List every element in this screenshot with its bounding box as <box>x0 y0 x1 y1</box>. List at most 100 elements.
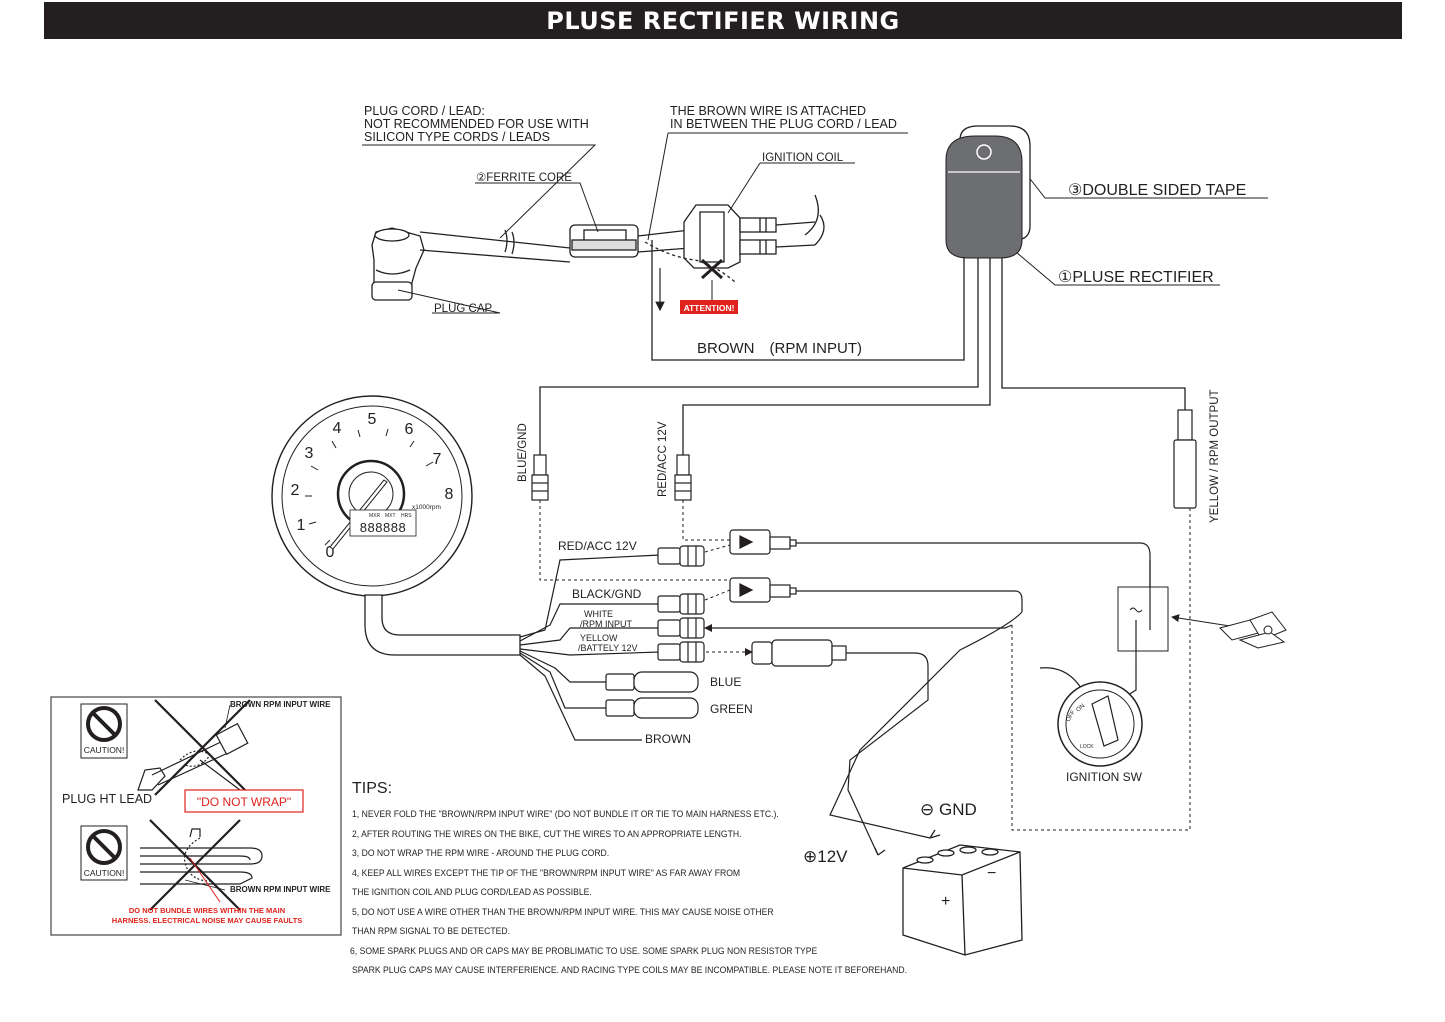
fuse-icon <box>1219 611 1287 649</box>
caution-label-2: CAUTION! <box>84 868 125 878</box>
battery-plus-icon: + <box>941 893 950 910</box>
lcd-digits: 888888 <box>360 520 406 535</box>
black-gnd-harness-connector <box>657 593 705 615</box>
tachometer-gauge: 0 1 2 3 4 5 6 7 8 x1000rpm MXR MXT HRS 8… <box>271 395 521 656</box>
switch-off-mark: OFF <box>1066 709 1077 723</box>
tip-line-8: 6, SOME SPARK PLUGS AND OR CAPS MAY BE P… <box>350 944 818 956</box>
ignition-switch: OFF ON LOCK IGNITION SW <box>1039 667 1143 784</box>
lcd-label-hrs: HRS <box>401 513 412 519</box>
gauge-number-7: 7 <box>433 451 442 468</box>
tip-line-6: 5, DO NOT USE A WIRE OTHER THAN THE BROW… <box>352 905 774 917</box>
ignition-sw-label: IGNITION SW <box>1066 770 1143 784</box>
caution-sign-1: CAUTION! <box>80 703 128 759</box>
caution-label-1: CAUTION! <box>84 745 125 755</box>
pluse-rectifier-label: ①PLUSE RECTIFIER <box>1058 269 1214 286</box>
red-acc-harness-label: RED/ACC 12V <box>558 539 637 553</box>
harness-wires <box>519 554 661 741</box>
harness-connectors <box>605 529 847 719</box>
red-acc-vertical-label: RED/ACC 12V <box>657 421 669 497</box>
acc-spade-terminal <box>729 529 797 555</box>
tip-line-3: 3, DO NOT WRAP THE RPM WIRE - AROUND THE… <box>352 847 610 858</box>
blue-gnd-connector <box>531 454 549 501</box>
brown-rpm-input-label: BROWN (RPM INPUT) <box>697 340 862 357</box>
ferrite-core-label: ②FERRITE CORE <box>476 172 572 184</box>
battery: + − <box>874 829 1023 956</box>
mount-hole-icon <box>976 144 992 160</box>
fuse-box <box>1117 560 1169 668</box>
plug-cord-note-1: NOT RECOMMENDED FOR USE WITH <box>364 117 589 131</box>
battery-fuse-connector <box>751 639 847 667</box>
green-cap-connector <box>605 697 699 719</box>
blue-wire-label: BLUE <box>710 675 741 689</box>
yellow-label-1: YELLOW <box>580 633 618 643</box>
white-label-2: /RPM INPUT <box>580 619 633 629</box>
tip-line-4: 4, KEEP ALL WIRES EXCEPT THE TIP OF THE … <box>352 866 741 878</box>
plug-cord-assembly <box>371 194 825 301</box>
gauge-number-0: 0 <box>326 544 335 561</box>
battery-gnd-label: ⊖ GND <box>920 800 977 819</box>
dashed-links <box>539 500 1191 831</box>
blue-gnd-label: BLUE/GND <box>517 423 529 482</box>
do-not-bundle-2: HARNESS. ELECTRICAL NOISE MAY CAUSE FAUL… <box>112 916 303 925</box>
gauge-number-3: 3 <box>305 445 314 462</box>
attention-label: ATTENTION! <box>684 303 735 313</box>
battery-12v-label: ⊕12V <box>803 847 848 866</box>
do-not-wrap-box <box>184 789 304 813</box>
gauge-ticks <box>305 428 434 546</box>
ignition-coil-label: IGNITION COIL <box>762 152 844 164</box>
plug-cord-note-2: SILICON TYPE CORDS / LEADS <box>364 130 550 144</box>
do-not-wrap-label: "DO NOT WRAP" <box>197 795 291 809</box>
pluse-rectifier <box>945 125 1031 259</box>
prohibited-icon <box>86 706 122 742</box>
main-wires <box>706 542 1151 856</box>
brown-wire-caution-label-2: BROWN RPM INPUT WIRE <box>230 885 331 894</box>
plug-cord-heading: PLUG CORD / LEAD: <box>364 104 485 118</box>
rectifier-body <box>945 135 1023 259</box>
yellow-label-2: /BATTELY 12V <box>578 643 638 653</box>
yellow-battery-harness-connector <box>657 641 705 663</box>
battery-minus-icon: − <box>987 865 996 882</box>
lcd-label-mxt: MXT <box>385 513 396 519</box>
prohibited-icon-2 <box>86 829 122 865</box>
brown-wire-caution-label-1: BROWN RPM INPUT WIRE <box>230 700 331 709</box>
tip-line-1: 1, NEVER FOLD THE "BROWN/RPM INPUT WIRE"… <box>352 808 779 819</box>
rectifier-connectors <box>531 409 1197 509</box>
brown-attached-1: THE BROWN WIRE IS ATTACHED <box>670 104 866 118</box>
rectifier-wires <box>539 240 1186 455</box>
red-acc-connector <box>674 454 692 501</box>
red-acc-harness-connector <box>657 545 705 567</box>
white-label-1: WHITE <box>584 609 613 619</box>
tip-line-9: SPARK PLUG CAPS MAY CAUSE INTERFERIENCE.… <box>352 964 908 975</box>
wrap-illustration <box>137 699 251 796</box>
blue-cap-connector <box>605 671 699 693</box>
gauge-number-1: 1 <box>297 517 306 534</box>
plug-ht-lead-label: PLUG HT LEAD <box>62 792 152 806</box>
do-not-bundle-1: DO NOT BUNDLE WIRES WITHIN THE MAIN <box>129 906 285 915</box>
fuse-arrow <box>1171 614 1231 627</box>
tip-line-7: THAN RPM SIGNAL TO BE DETECTED. <box>352 925 510 936</box>
gauge-unit: x1000rpm <box>412 504 441 511</box>
switch-lock-mark: LOCK <box>1080 744 1094 750</box>
attention-marker: ATTENTION! <box>680 258 738 314</box>
brown-wire-label: BROWN <box>645 732 691 746</box>
brown-attached-2: IN BETWEEN THE PLUG CORD / LEAD <box>670 117 897 131</box>
double-sided-tape-label: ③DOUBLE SIDED TAPE <box>1068 182 1246 199</box>
caution-panel: CAUTION! BROWN RPM INPUT WIRE PLUG HT LE… <box>50 696 342 936</box>
gauge-number-2: 2 <box>291 482 300 499</box>
tip-line-5: THE IGNITION COIL AND PLUG CORD/LEAD AS … <box>352 886 592 897</box>
tips-section: TIPS: 1, NEVER FOLD THE "BROWN/RPM INPUT… <box>350 780 932 980</box>
yellow-rpm-output-connector <box>1173 409 1197 509</box>
gauge-stem <box>364 594 521 656</box>
switch-on-mark: ON <box>1075 703 1086 713</box>
green-wire-label: GREEN <box>710 702 753 716</box>
plug-cap-label: PLUG CAP <box>434 303 492 315</box>
black-gnd-label: BLACK/GND <box>572 587 642 601</box>
gauge-number-6: 6 <box>405 421 414 438</box>
white-rpm-harness-connector <box>657 617 705 639</box>
lcd-label-mxr: MXR <box>369 513 381 519</box>
gauge-number-5: 5 <box>368 411 377 428</box>
caution-sign-2: CAUTION! <box>80 825 128 881</box>
tips-title: TIPS: <box>352 780 393 797</box>
gauge-number-8: 8 <box>445 486 454 503</box>
